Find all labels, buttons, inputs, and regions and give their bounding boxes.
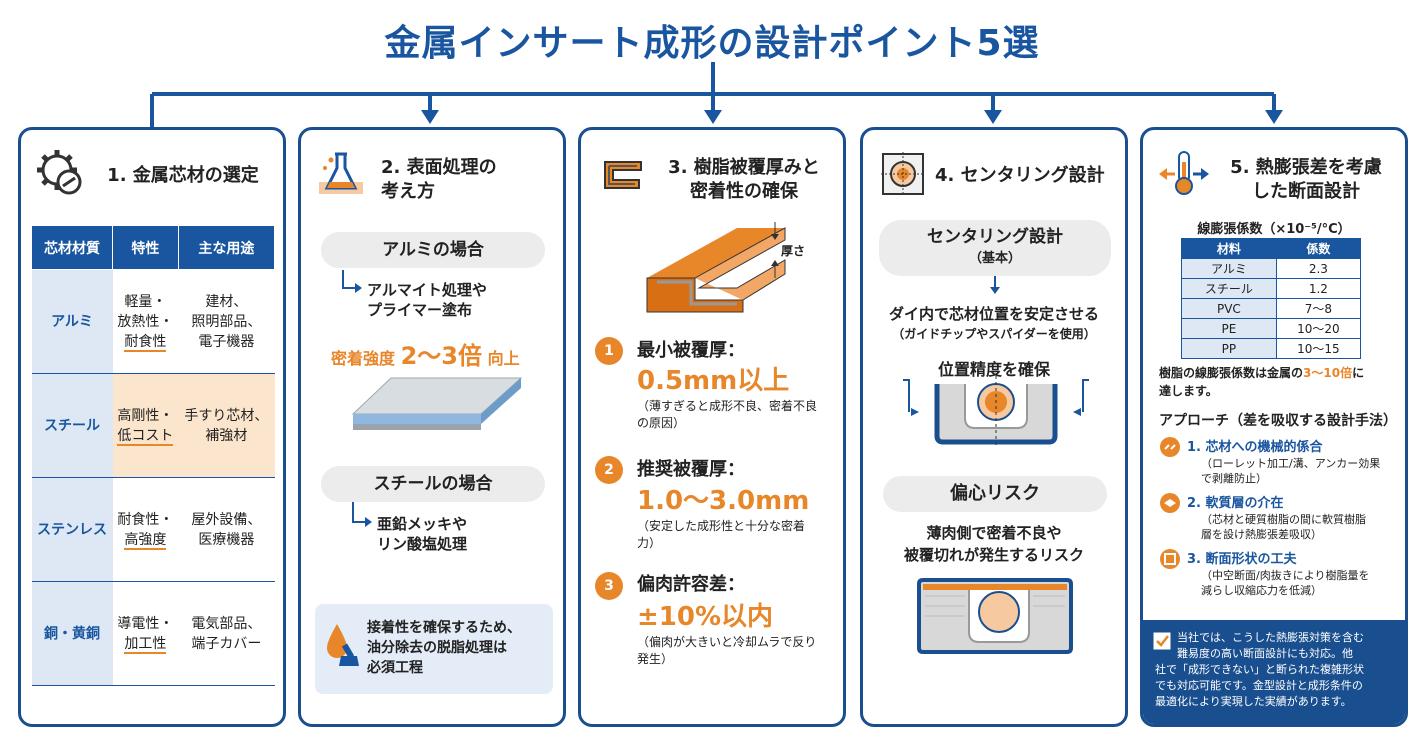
card-title: 2. 表面処理の考え方 <box>381 157 497 202</box>
thickness-label: 厚さ <box>781 244 806 258</box>
approach-item-head: 2. 軟質層の介在 <box>1187 496 1284 511</box>
table-header: 芯材材質 <box>31 225 113 270</box>
connector-lines <box>150 62 1283 128</box>
table-header: 材料 <box>1181 238 1277 259</box>
alu-case-header: アルミの場合 <box>321 232 545 268</box>
approach-title: アプローチ（差を吸収する設計手法） <box>1159 413 1397 429</box>
material-cell: ステンレス <box>31 477 113 582</box>
approach-item-head: 3. 断面形状の工夫 <box>1187 552 1297 567</box>
material-table: 芯材材質 特性 主な用途 アルミ 軽量・放熱性・耐食性 建材、照明部品、電子機器… <box>31 225 276 686</box>
thermometer-icon <box>1159 151 1209 195</box>
table-row: アルミ 軽量・放熱性・耐食性 建材、照明部品、電子機器 <box>31 269 275 374</box>
eccentric-risk-description: 薄肉側で密着不良や被覆切れが発生するリスク <box>903 524 1084 564</box>
oil-drop-brush-icon <box>327 624 359 666</box>
company-footer: 当社では、こうした熱膨張対策を含む 難易度の高い断面設計にも対応。他 社で「成形… <box>1143 620 1405 724</box>
expansion-ratio-text: 樹脂の線膨張係数は金属の3〜10倍に達します。 <box>1159 366 1365 398</box>
centering-description: ダイ内で芯材位置を安定させる（ガイドチップやスパイダーを使用） <box>888 305 1099 341</box>
card-surface-treatment: 2. 表面処理の考え方 アルミの場合 アルマイト処理やプライマー塗布 密着強度 … <box>298 127 566 727</box>
metal-plate-image <box>351 377 523 430</box>
arrow-down-icon <box>990 276 1000 294</box>
traits-cell: 導電性・加工性 <box>112 581 179 686</box>
card-title: 4. センタリング設計 <box>935 165 1105 186</box>
table-header: 主な用途 <box>177 225 276 270</box>
min-thickness-value: 0.5mm以上 <box>637 366 790 396</box>
arrow-right-icon <box>342 270 362 293</box>
centered-die-diagram <box>903 376 1089 446</box>
tolerance-label: 偏肉許容差： <box>637 574 745 595</box>
approach-item-head: 1. 芯材への機械的係合 <box>1187 440 1323 455</box>
uses-cell: 電気部品、端子カバー <box>178 581 275 686</box>
precision-label: 位置精度を確保 <box>937 360 1050 379</box>
step-number: 3 <box>595 572 623 600</box>
uses-cell: 手すり芯材、補強材 <box>178 373 275 478</box>
recommended-thickness-label: 推奨被覆厚： <box>637 459 745 480</box>
flask-icon <box>319 152 363 194</box>
tolerance-note: （偏肉が大きいと冷却ムラで反り発生） <box>637 635 817 666</box>
min-thickness-label: 最小被覆厚： <box>637 340 745 361</box>
uses-cell: 建材、照明部品、電子機器 <box>178 269 275 374</box>
step-number: 2 <box>595 456 623 484</box>
gear-icon <box>37 150 82 195</box>
material-cell: 銅・黄銅 <box>31 581 113 686</box>
steel-case-header: スチールの場合 <box>321 466 545 502</box>
approach-item-sub: （芯材と硬質樹脂の間に軟質樹脂層を設け熱膨張差吸収） <box>1201 513 1366 541</box>
approach-item-sub: （中空断面/肉抜きにより樹脂量を減らし収縮応力を低減） <box>1201 569 1370 597</box>
card-centering: 4. センタリング設計 センタリング設計（基本） ダイ内で芯材位置を安定させる（… <box>860 127 1128 727</box>
table-row: ステンレス 耐食性・高強度 屋外設備、医療機器 <box>31 477 275 582</box>
table-caption: 線膨張係数（×10⁻⁵/°C） <box>1197 222 1351 237</box>
layer-icon <box>1160 493 1180 513</box>
table-row: スチール 高剛性・低コスト 手すり芯材、補強材 <box>31 373 275 478</box>
material-cell: スチール <box>31 373 113 478</box>
card-thermal-expansion: 5. 熱膨張差を考慮した断面設計 線膨張係数（×10⁻⁵/°C） 材料 係数 ア… <box>1140 127 1408 727</box>
recommended-thickness-value: 1.0〜3.0mm <box>637 486 810 516</box>
tolerance-value: ±10%以内 <box>637 602 774 632</box>
coated-profile-icon <box>604 161 642 189</box>
shape-icon <box>1160 549 1180 569</box>
card-core-material: 1. 金属芯材の選定 芯材材質 特性 主な用途 アルミ 軽量・放熱性・耐食性 建… <box>18 127 286 727</box>
recommended-thickness-note: （安定した成形性と十分な密着力） <box>637 519 806 550</box>
table-header: 係数 <box>1275 238 1362 259</box>
card-title: 5. 熱膨張差を考慮した断面設計 <box>1230 157 1382 202</box>
adhesion-strength: 密着強度 2〜3倍 向上 <box>331 342 520 370</box>
centering-basic-box: センタリング設計（基本） <box>879 220 1111 276</box>
alu-treatment: アルマイト処理やプライマー塗布 <box>367 281 487 319</box>
min-thickness-note: （薄すぎると成形不良、密着不良の原因） <box>637 399 818 430</box>
traits-cell: 軽量・放熱性・耐食性 <box>112 269 179 374</box>
step-number: 1 <box>595 337 623 365</box>
degreasing-note: 接着性を確保するため、油分除去の脱脂処理は必須工程 <box>315 604 553 694</box>
approach-item-sub: （ローレット加工/溝、アンカー効果で剥離防止） <box>1201 457 1381 485</box>
traits-cell: 高剛性・低コスト <box>112 373 179 478</box>
card-coating-thickness: 3. 樹脂被覆厚みと密着性の確保 厚さ 1 最小被覆厚： 0.5mm以上 （薄す… <box>578 127 846 727</box>
eccentric-risk-header: 偏心リスク <box>883 476 1107 512</box>
eccentric-diagram <box>917 578 1073 654</box>
card-title: 1. 金属芯材の選定 <box>107 165 259 186</box>
centering-target-icon <box>881 152 925 196</box>
card-title: 3. 樹脂被覆厚みと密着性の確保 <box>668 157 820 202</box>
chain-icon <box>1160 437 1180 457</box>
table-row: 銅・黄銅 導電性・加工性 電気部品、端子カバー <box>31 581 275 686</box>
coating-diagram <box>646 222 786 313</box>
uses-cell: 屋外設備、医療機器 <box>178 477 275 582</box>
checkbox-icon <box>1153 632 1171 650</box>
arrow-right-icon <box>352 502 372 527</box>
material-cell: アルミ <box>31 269 113 374</box>
steel-treatment: 亜鉛メッキやリン酸塩処理 <box>377 515 468 553</box>
table-header: 特性 <box>112 225 179 270</box>
page-title: 金属インサート成形の設計ポイント5選 <box>384 23 1040 64</box>
traits-cell: 耐食性・高強度 <box>112 477 179 582</box>
